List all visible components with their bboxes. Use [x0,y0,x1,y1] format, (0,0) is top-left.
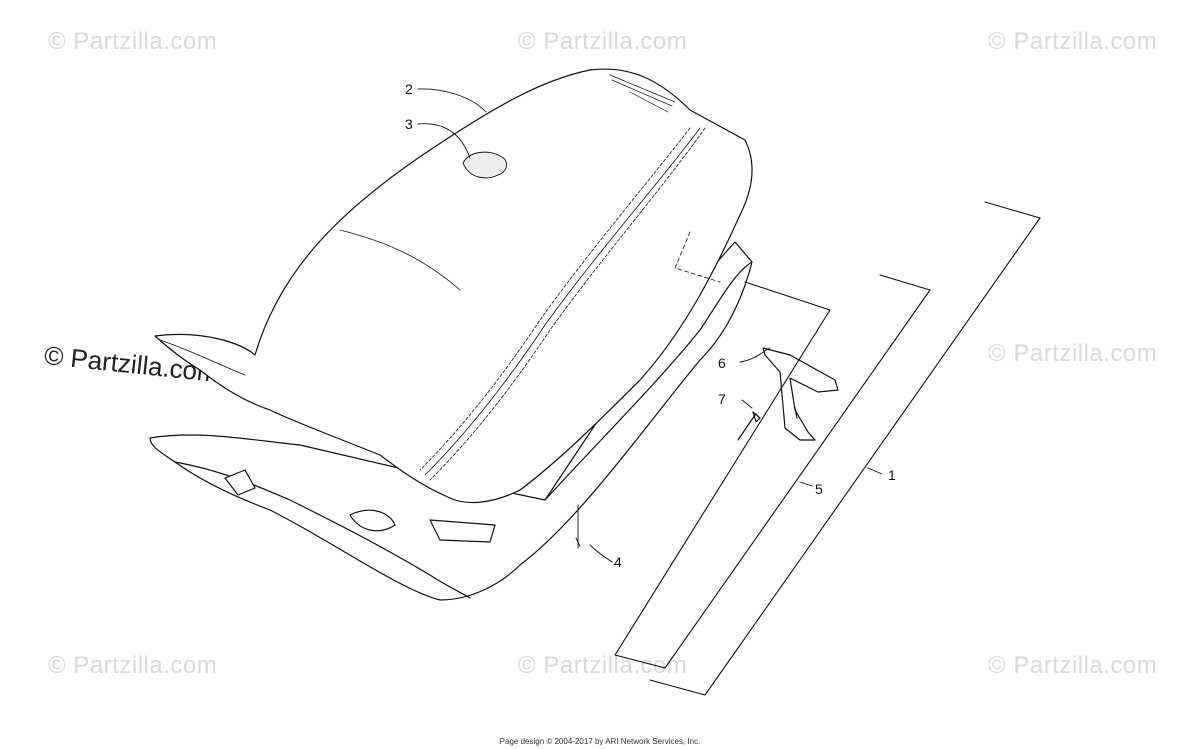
seat-base-side-edge [544,261,753,501]
watermark-bottom-left: © Partzilla.com [48,652,218,679]
seat-panel-seam [339,229,461,291]
leader-2 [417,88,487,113]
leader-5 [799,481,813,487]
rivet [737,411,761,441]
seat-strap-right [349,509,396,532]
watermark-bottom-right: © Partzilla.com [988,652,1158,679]
kit-bracket-1 [649,201,1041,696]
callout-4: 4 [614,554,622,570]
watermark-bottom-center: © Partzilla.com [518,652,688,679]
seat-front-flap [159,339,246,376]
bracket [762,347,839,441]
callout-6: 6 [718,355,726,371]
seat-vent [429,519,496,543]
leader-3 [417,123,471,159]
watermark-mid-right: © Partzilla.com [988,340,1158,367]
hidden-line [674,231,721,283]
callout-1: 1 [888,467,896,483]
kit-bracket-5 [614,274,931,669]
seat-cushion [154,68,753,504]
leader-1 [867,467,883,475]
seat-piping-1 [419,127,691,471]
seat-base [149,241,753,601]
patch [462,151,507,179]
callout-3: 3 [405,116,413,132]
seat-strap-left [224,469,256,496]
seat-piping-3 [424,127,701,476]
leader-6 [739,347,771,363]
bracket-hole [794,407,798,419]
callout-2: 2 [405,81,413,97]
watermark-top-center: © Partzilla.com [518,28,688,55]
leader-7 [741,399,753,409]
watermark-top-left: © Partzilla.com [48,28,218,55]
callout-5: 5 [815,481,823,497]
callout-7: 7 [718,391,726,407]
page-footer: Page design © 2004-2017 by ARI Network S… [499,737,701,746]
watermark-top-right: © Partzilla.com [988,28,1158,55]
seat-piping-2 [429,127,706,481]
leader-4 [575,504,613,563]
seat-logo [609,74,676,113]
